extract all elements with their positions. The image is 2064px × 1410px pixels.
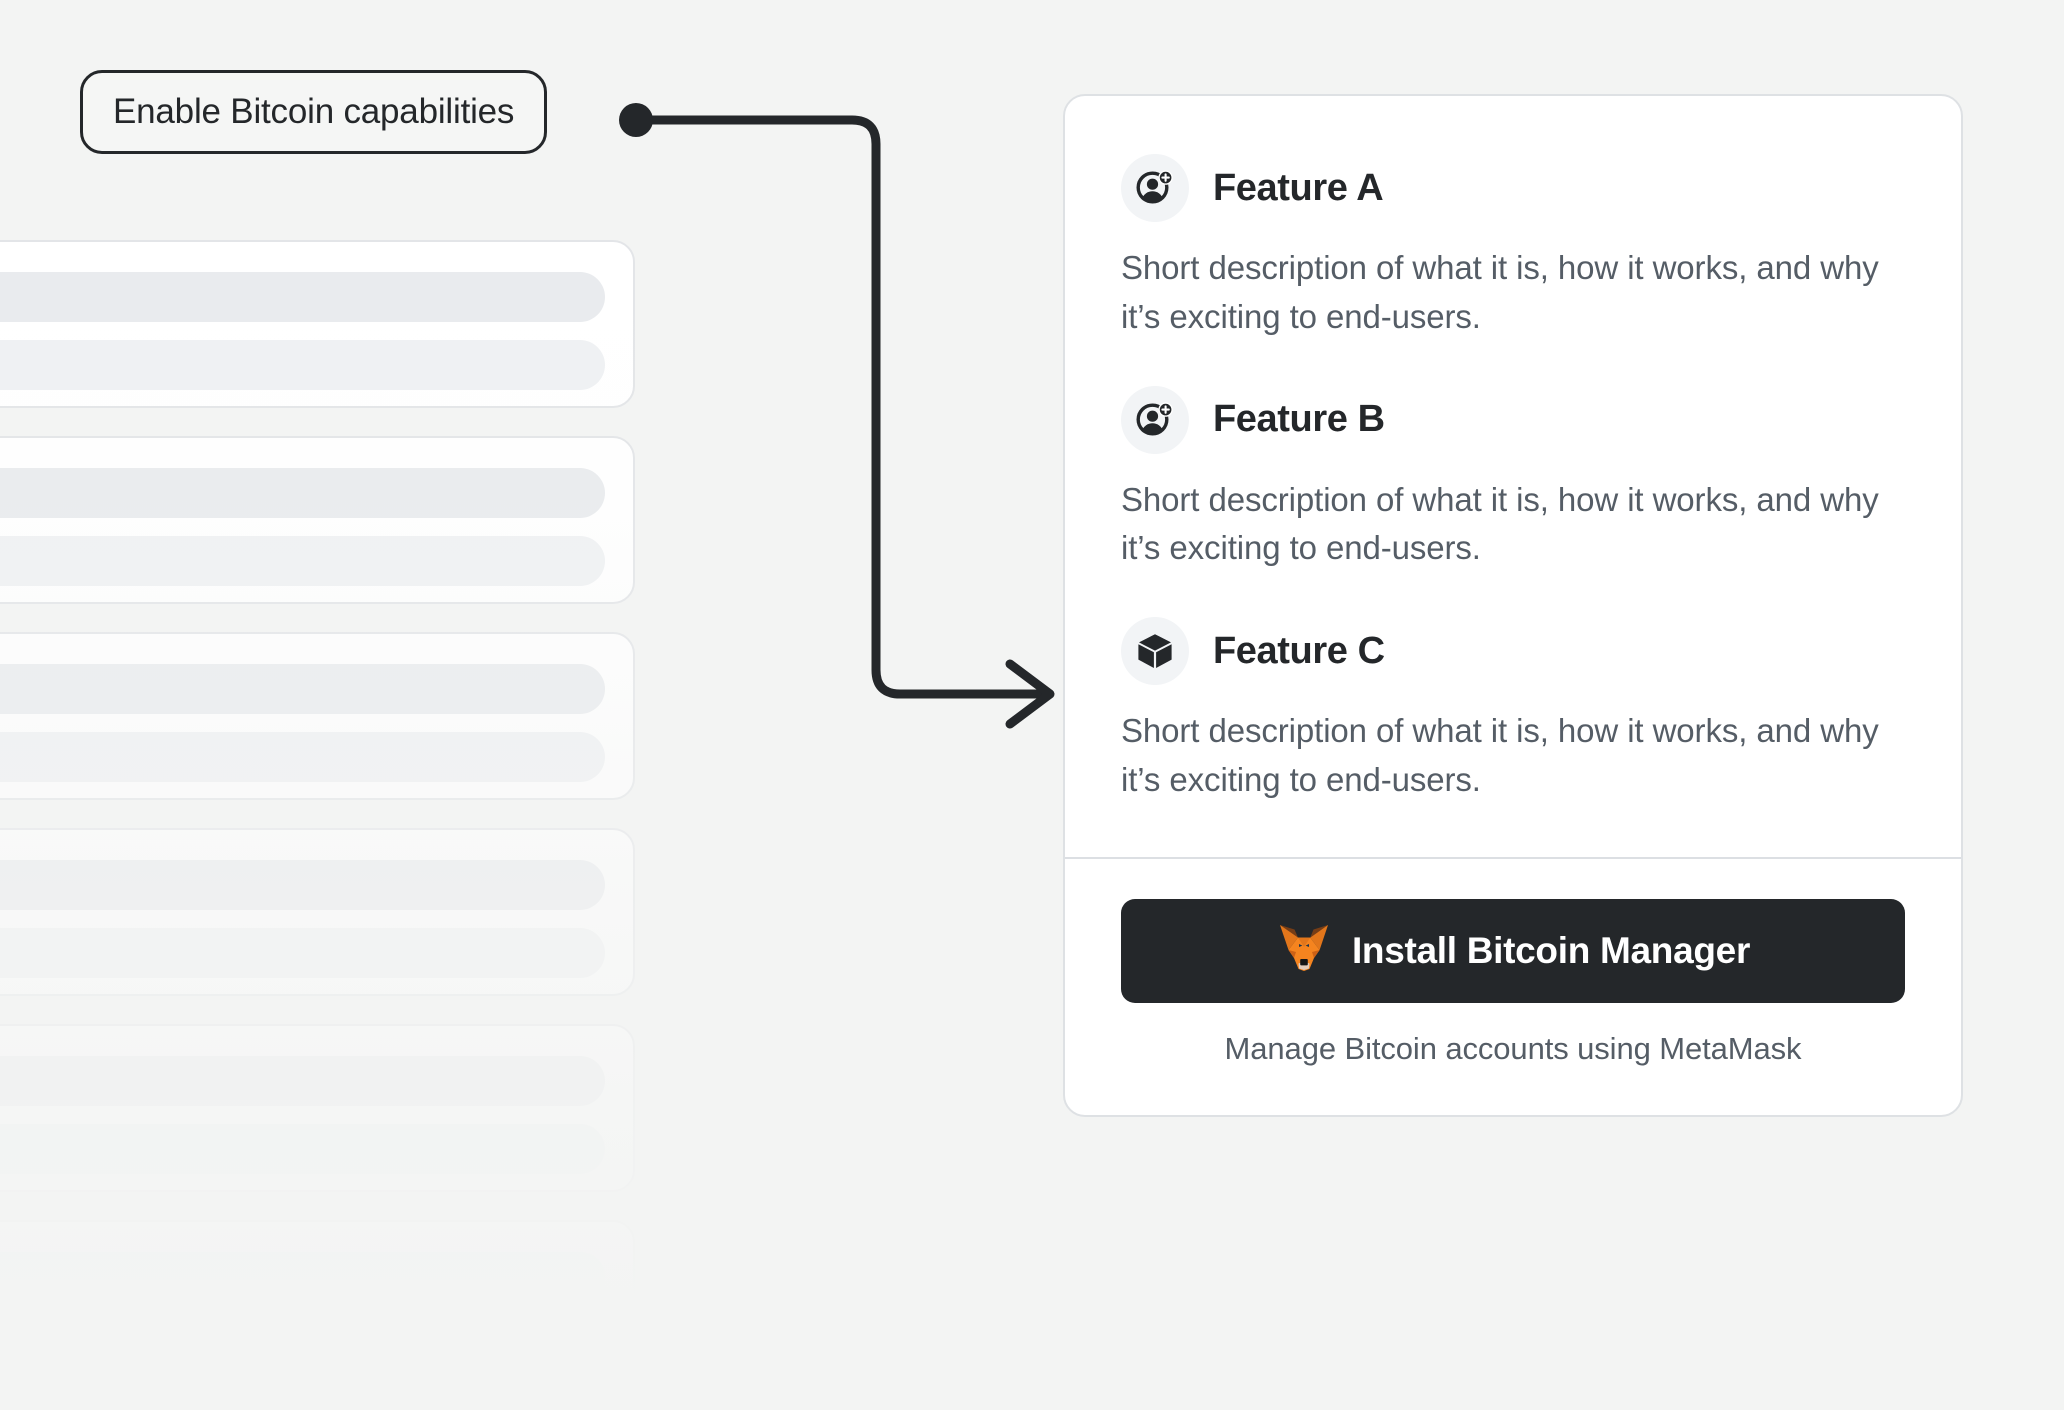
connector-dot <box>619 103 653 137</box>
skeleton-bar <box>0 1124 605 1174</box>
skeleton-bar <box>0 468 605 518</box>
skeleton-bar <box>0 340 605 390</box>
user-add-icon <box>1121 385 1189 454</box>
bitcoin-feature-card: Feature A Short description of what it i… <box>1063 94 1963 1117</box>
skeleton-bar <box>0 272 605 322</box>
card-divider <box>1065 856 1961 859</box>
skeleton-card <box>0 632 635 800</box>
skeleton-bar <box>0 664 605 714</box>
install-button-label: Install Bitcoin Manager <box>1351 929 1751 971</box>
skeleton-card <box>0 240 635 408</box>
feature-title: Feature A <box>1213 166 1384 209</box>
feature-title: Feature C <box>1213 629 1385 672</box>
skeleton-bar <box>0 1056 605 1106</box>
feature-header: Feature B <box>1121 385 1905 454</box>
skeleton-bar <box>0 928 605 978</box>
skeleton-card <box>0 1024 635 1192</box>
install-bitcoin-manager-button[interactable]: Install Bitcoin Manager <box>1121 898 1905 1003</box>
skeleton-card <box>0 828 635 996</box>
feature-list: Feature A Short description of what it i… <box>1065 96 1961 857</box>
skeleton-bar <box>0 732 605 782</box>
callout-enable-bitcoin-capabilities[interactable]: Enable Bitcoin capabilities <box>80 70 548 154</box>
feature-item-b: Feature B Short description of what it i… <box>1121 385 1905 574</box>
skeleton-bar <box>0 860 605 910</box>
feature-description: Short description of what it is, how it … <box>1121 480 1879 567</box>
feature-header: Feature C <box>1121 617 1905 686</box>
skeleton-card <box>0 436 635 604</box>
skeleton-bar <box>0 1252 605 1302</box>
footer-caption: Manage Bitcoin accounts using MetaMask <box>1224 1030 1802 1066</box>
feature-title: Feature B <box>1213 398 1385 441</box>
cube-icon <box>1121 617 1189 686</box>
feature-description: Short description of what it is, how it … <box>1121 712 1879 799</box>
feature-header: Feature A <box>1121 154 1905 222</box>
card-footer: Install Bitcoin Manager Manage Bitcoin a… <box>1065 859 1961 1115</box>
feature-item-a: Feature A Short description of what it i… <box>1121 154 1905 342</box>
skeleton-card <box>0 1220 635 1388</box>
feature-item-c: Feature C Short description of what it i… <box>1121 617 1905 805</box>
skeleton-bar <box>0 536 605 586</box>
feature-description: Short description of what it is, how it … <box>1121 249 1879 335</box>
metamask-fox-icon <box>1276 922 1332 979</box>
user-add-icon <box>1121 154 1189 222</box>
callout-label: Enable Bitcoin capabilities <box>113 92 515 131</box>
skeleton-bar <box>0 1320 605 1370</box>
